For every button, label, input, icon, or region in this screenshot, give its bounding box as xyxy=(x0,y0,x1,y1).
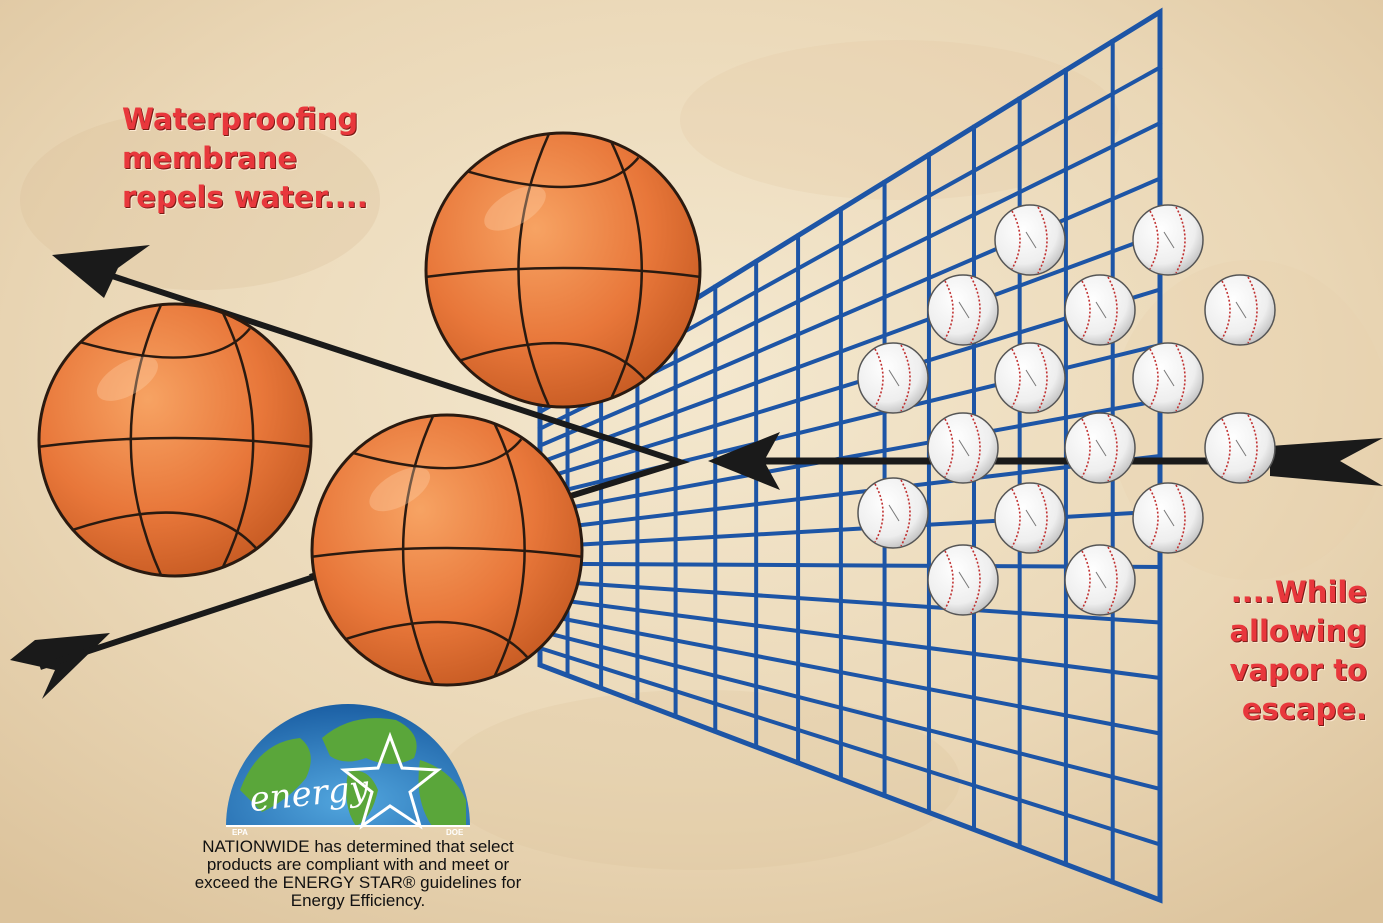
baseball xyxy=(1065,545,1135,615)
doe-label: DOE xyxy=(446,828,464,837)
epa-label: EPA xyxy=(232,828,248,837)
caption-line: Waterproofing xyxy=(122,100,422,139)
baseball xyxy=(1133,483,1203,553)
baseball xyxy=(995,483,1065,553)
caption-line: ....While xyxy=(1127,573,1367,612)
baseball xyxy=(1205,413,1275,483)
caption-line: membrane xyxy=(122,139,422,178)
baseball xyxy=(858,343,928,413)
baseball xyxy=(1133,343,1203,413)
vapor-caption: ....While allowing vapor to escape. xyxy=(1127,573,1367,729)
energy-star-note: NATIONWIDE has determined that select pr… xyxy=(178,838,538,910)
baseball xyxy=(928,275,998,345)
baseball xyxy=(1133,205,1203,275)
caption-line: vapor to xyxy=(1127,651,1367,690)
basketball xyxy=(312,415,582,685)
baseball xyxy=(1065,275,1135,345)
baseball xyxy=(995,205,1065,275)
baseball xyxy=(1205,275,1275,345)
caption-line: escape. xyxy=(1127,690,1367,729)
caption-line: repels water.... xyxy=(122,178,422,217)
baseball xyxy=(1065,413,1135,483)
caption-line: allowing xyxy=(1127,612,1367,651)
basketball xyxy=(426,133,700,407)
baseball xyxy=(928,545,998,615)
baseball xyxy=(928,413,998,483)
baseball xyxy=(995,343,1065,413)
baseball xyxy=(858,478,928,548)
membrane-caption: Waterproofing membrane repels water.... xyxy=(122,100,422,217)
basketball xyxy=(39,304,311,576)
